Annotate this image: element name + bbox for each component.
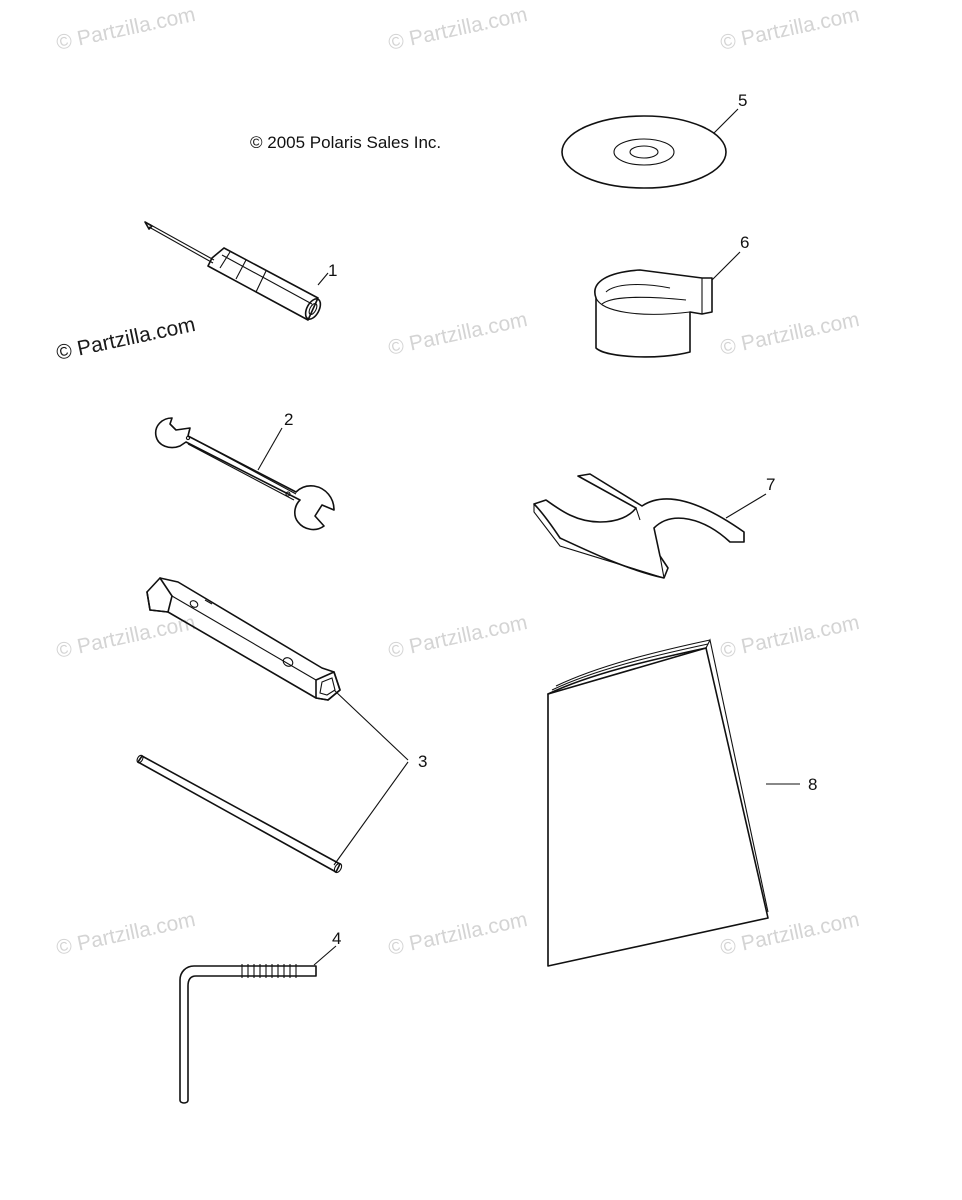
callout-7: 7 [766, 475, 775, 494]
callout-5: 5 [738, 91, 747, 110]
watermark-11: © Partzilla.com [386, 908, 529, 960]
part-4-hex-key [179, 964, 317, 1104]
part-1-screwdriver [144, 221, 322, 321]
leader-1 [317, 272, 329, 286]
part-7-spanner-plate [533, 473, 745, 579]
callout-2: 2 [284, 410, 293, 429]
callout-6: 6 [740, 233, 749, 252]
leader-7 [725, 493, 767, 519]
watermark-8: © Partzilla.com [386, 611, 529, 663]
part-3-socket-wrench [146, 577, 341, 701]
callout-4: 4 [332, 929, 341, 948]
watermarks: © Partzilla.com © Partzilla.com © Partzi… [54, 3, 861, 960]
watermark-5: © Partzilla.com [386, 308, 529, 360]
watermark-3: © Partzilla.com [718, 3, 861, 55]
callout-8: 8 [808, 775, 817, 794]
watermark-9: © Partzilla.com [718, 611, 861, 663]
copyright-notice: © 2005 Polaris Sales Inc. [250, 133, 441, 152]
callout-1: 1 [328, 261, 337, 280]
leader-3b [333, 761, 409, 866]
leader-5 [713, 108, 739, 134]
leader-3a [333, 689, 409, 761]
watermark-10: © Partzilla.com [54, 908, 197, 960]
watermark-6: © Partzilla.com [718, 308, 861, 360]
watermark-12: © Partzilla.com [718, 908, 861, 960]
watermark-2: © Partzilla.com [386, 3, 529, 55]
leader-2 [257, 427, 283, 471]
watermark-7: © Partzilla.com [54, 611, 197, 663]
part-3-tommy-bar [136, 754, 343, 874]
part-5-cd-disc [561, 115, 727, 189]
part-6-strap [594, 269, 713, 358]
part-8-manual [547, 638, 769, 967]
callout-3: 3 [418, 752, 427, 771]
watermark-strong: © Partzilla.com [54, 313, 197, 365]
part-2-wrench [154, 417, 335, 531]
watermark-1: © Partzilla.com [54, 3, 197, 55]
leader-6 [711, 251, 741, 281]
leader-4 [313, 945, 337, 966]
